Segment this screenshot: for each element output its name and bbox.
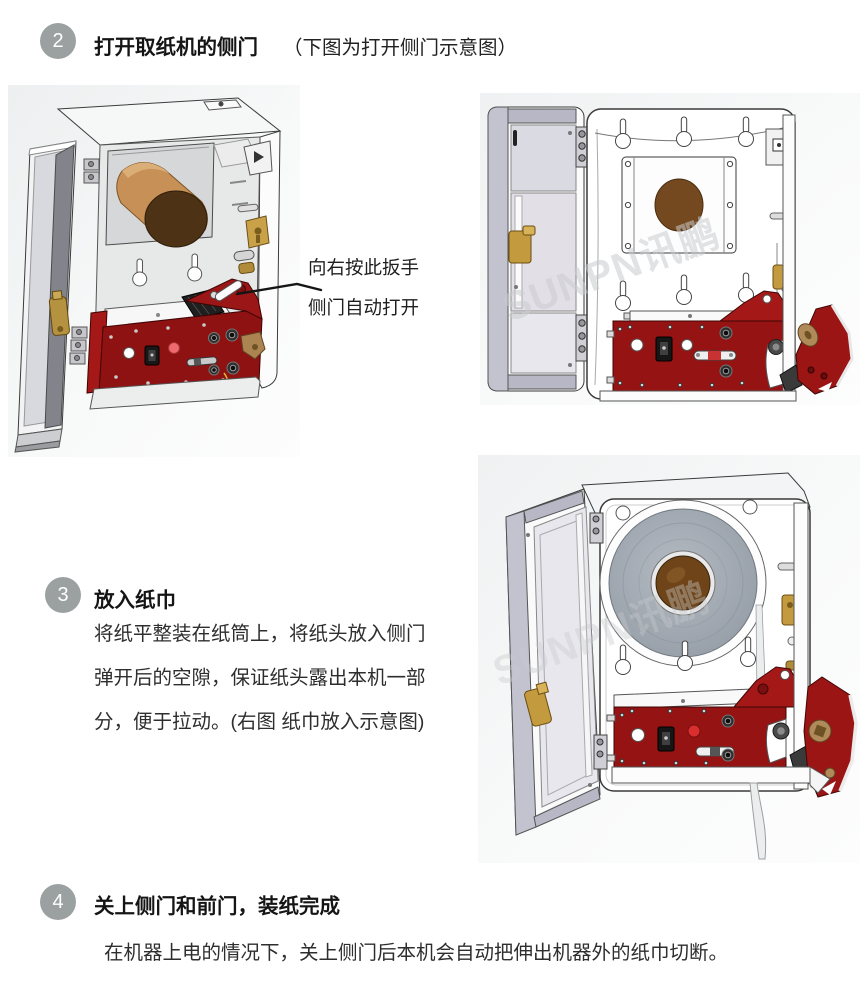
- cabinet-bottom-bar: [89, 376, 261, 410]
- mechanism-details: [109, 323, 266, 388]
- side-door-open: [505, 488, 608, 836]
- hinges: [589, 512, 608, 770]
- cabinet-right-frame: [782, 114, 796, 398]
- side-door-open: [14, 140, 77, 453]
- step-3-number: 3: [45, 577, 81, 613]
- paper-core-hole: [655, 555, 711, 611]
- step-3-title: 放入纸巾: [94, 589, 176, 612]
- step-2-number: 2: [40, 23, 76, 59]
- cutter-mechanism: [86, 278, 263, 394]
- annotation-leader-line: [235, 282, 323, 296]
- lever-annotation: 向右按此扳手 侧门自动打开: [308, 248, 419, 328]
- hinges: [69, 158, 100, 365]
- spring-flap: [795, 304, 854, 395]
- keyhole-mounts-mid: [615, 636, 756, 675]
- figure-open-door-front: SUNPN讯鹏: [480, 93, 860, 405]
- annotation-line-1: 向右按此扳手: [308, 257, 420, 278]
- paper-roll: [599, 499, 767, 667]
- annotation-line-2: 侧门自动打开: [308, 297, 420, 318]
- cabinet-right-frame: [793, 502, 809, 790]
- hinges: [575, 126, 590, 362]
- cabinet-bottom-bar: [599, 390, 797, 402]
- step-2-subtitle: （下图为打开侧门示意图）: [283, 37, 518, 59]
- cutter-mechanism: [606, 666, 801, 768]
- step-4-number: 4: [40, 884, 76, 920]
- door-lock: [524, 681, 552, 727]
- step-3-body-line-1: 将纸平整装在纸筒上，将纸头放入侧门: [94, 623, 426, 645]
- spring-flap: [803, 676, 858, 798]
- keyhole-mounts-mid: [615, 272, 754, 311]
- door-lock: [48, 290, 70, 336]
- step-2-title: 打开取纸机的侧门: [94, 36, 258, 59]
- step-3-body: 将纸平整装在纸筒上，将纸头放入侧门 弹开后的空隙，保证纸头露出本机一部 分，便于…: [94, 612, 426, 744]
- figure-open-door-iso: [8, 85, 300, 457]
- step-3-body-line-2: 弹开后的空隙，保证纸头露出本机一部: [94, 667, 426, 689]
- step-4-body: 在机器上电的情况下，关上侧门后本机会自动把伸出机器外的纸巾切断。: [104, 942, 729, 964]
- figure-paper-roll-loaded: SUNPN讯鹏: [478, 455, 860, 863]
- paper-core-cylinder: [116, 162, 208, 248]
- step-4-title: 关上侧门和前门，装纸完成: [94, 895, 340, 918]
- core-mount-plate: [621, 156, 737, 254]
- paper-core-hole: [654, 178, 704, 232]
- lock-fittings: [229, 180, 270, 275]
- keyhole-mounts: [132, 253, 203, 287]
- keyhole-mounts-top: [615, 116, 754, 149]
- cabinet-bottom-bar: [611, 766, 811, 784]
- release-lever: [210, 280, 243, 302]
- side-door-open: [487, 106, 585, 392]
- step-3-body-line-3: 分，便于拉动。(右图 纸巾放入示意图): [94, 711, 425, 733]
- door-lock: [508, 225, 536, 264]
- paper-strip-hanging: [749, 782, 767, 860]
